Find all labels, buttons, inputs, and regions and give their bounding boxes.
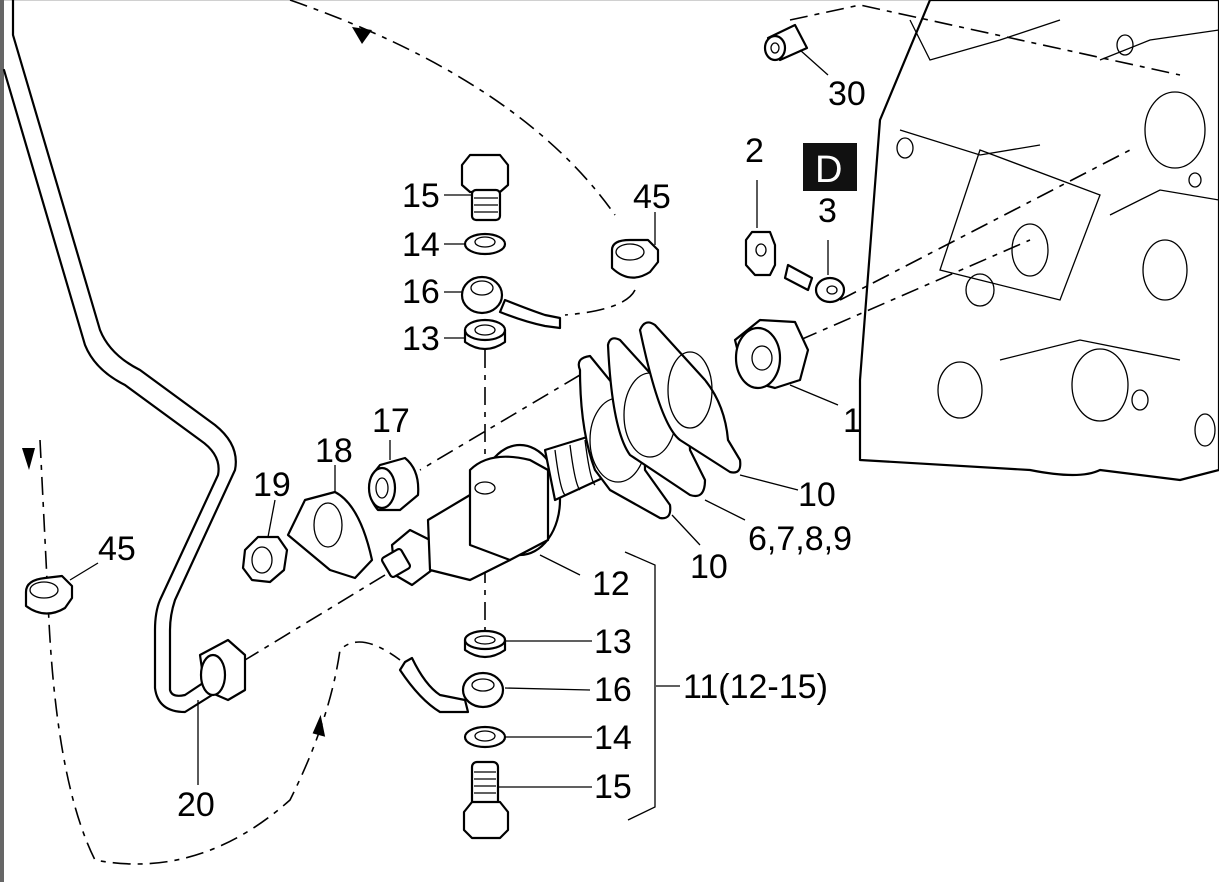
sealing-washer-14-bottom[interactable] [463,725,507,749]
callout-10-right: 10 [798,476,836,514]
section-badge-d: D [815,149,842,191]
spacer-17[interactable] [367,456,420,512]
callout-16-top: 16 [402,273,440,311]
gasket-10-outer[interactable] [638,321,742,474]
callout-labels: 30 2 D 3 1 15 14 16 13 45 17 18 19 45 10… [98,75,866,824]
pipe-nut-20 [198,638,247,702]
window-frame-left-edge [0,0,4,882]
clamp-18[interactable] [286,490,374,580]
arrow-head-left [22,448,35,470]
callout-30: 30 [828,75,866,113]
sleeve-1[interactable] [733,318,810,390]
arrow-head-top [352,27,372,44]
nut-19[interactable] [241,535,289,584]
assembly-guide-lines [22,0,1181,865]
callout-2: 2 [745,132,764,170]
callout-12: 12 [592,565,630,603]
banjo-fitting-16-top[interactable] [460,275,562,330]
callout-11-group: 11(12-15) [683,668,828,706]
callout-15-bottom: 15 [594,768,632,806]
banjo-bolt-15-bottom[interactable] [462,760,510,840]
guide-top-arc [289,0,616,216]
socket-screw-3[interactable] [783,263,846,304]
arrow-head-bottom [312,714,326,737]
engine-block [858,0,1219,482]
guide-flange-to-17 [419,374,581,471]
callout-17: 17 [372,402,410,440]
sealing-washer-13-top[interactable] [463,318,507,351]
callout-16-bottom: 16 [594,671,632,709]
callout-14-bottom: 14 [594,719,632,757]
callout-13-bottom: 13 [594,623,632,661]
sealing-washer-13-bottom[interactable] [463,629,507,659]
section-badge-bg [803,143,857,191]
banjo-fitting-16-bottom[interactable] [398,656,505,714]
callout-18: 18 [315,432,353,470]
callout-1: 1 [843,402,862,440]
callout-45-left: 45 [98,530,136,568]
window-frame-top-edge [4,0,1219,1]
threaded-plug-30[interactable] [763,23,809,62]
callout-10-mid: 10 [690,548,728,586]
callout-13-top: 13 [402,320,440,358]
callout-15-top: 15 [402,177,440,215]
callout-3: 3 [818,192,837,230]
guide-bolt-to-block [839,149,1131,301]
guide-banjo-to-clip [564,289,636,316]
guide-plug-to-block [789,4,1181,76]
callout-14-top: 14 [402,226,440,264]
guide-sleeve-to-block [799,239,1031,341]
sealing-washer-14-top[interactable] [463,232,507,256]
callout-20: 20 [177,786,215,824]
guide-pump-to-nut [244,574,386,661]
guide-lower-loop [39,439,401,865]
fuel-pipe-20[interactable] [2,0,247,714]
clip-45-left[interactable] [24,574,74,615]
callout-45-top: 45 [633,178,671,216]
callout-6-7-8-9: 6,7,8,9 [748,520,852,558]
clip-45-top[interactable] [610,238,660,279]
injection-pump-12[interactable] [380,428,622,587]
callout-19: 19 [253,466,291,504]
banjo-bolt-15-top[interactable] [460,153,510,222]
leader-lines [69,49,839,821]
locking-tab-2[interactable] [744,230,777,277]
